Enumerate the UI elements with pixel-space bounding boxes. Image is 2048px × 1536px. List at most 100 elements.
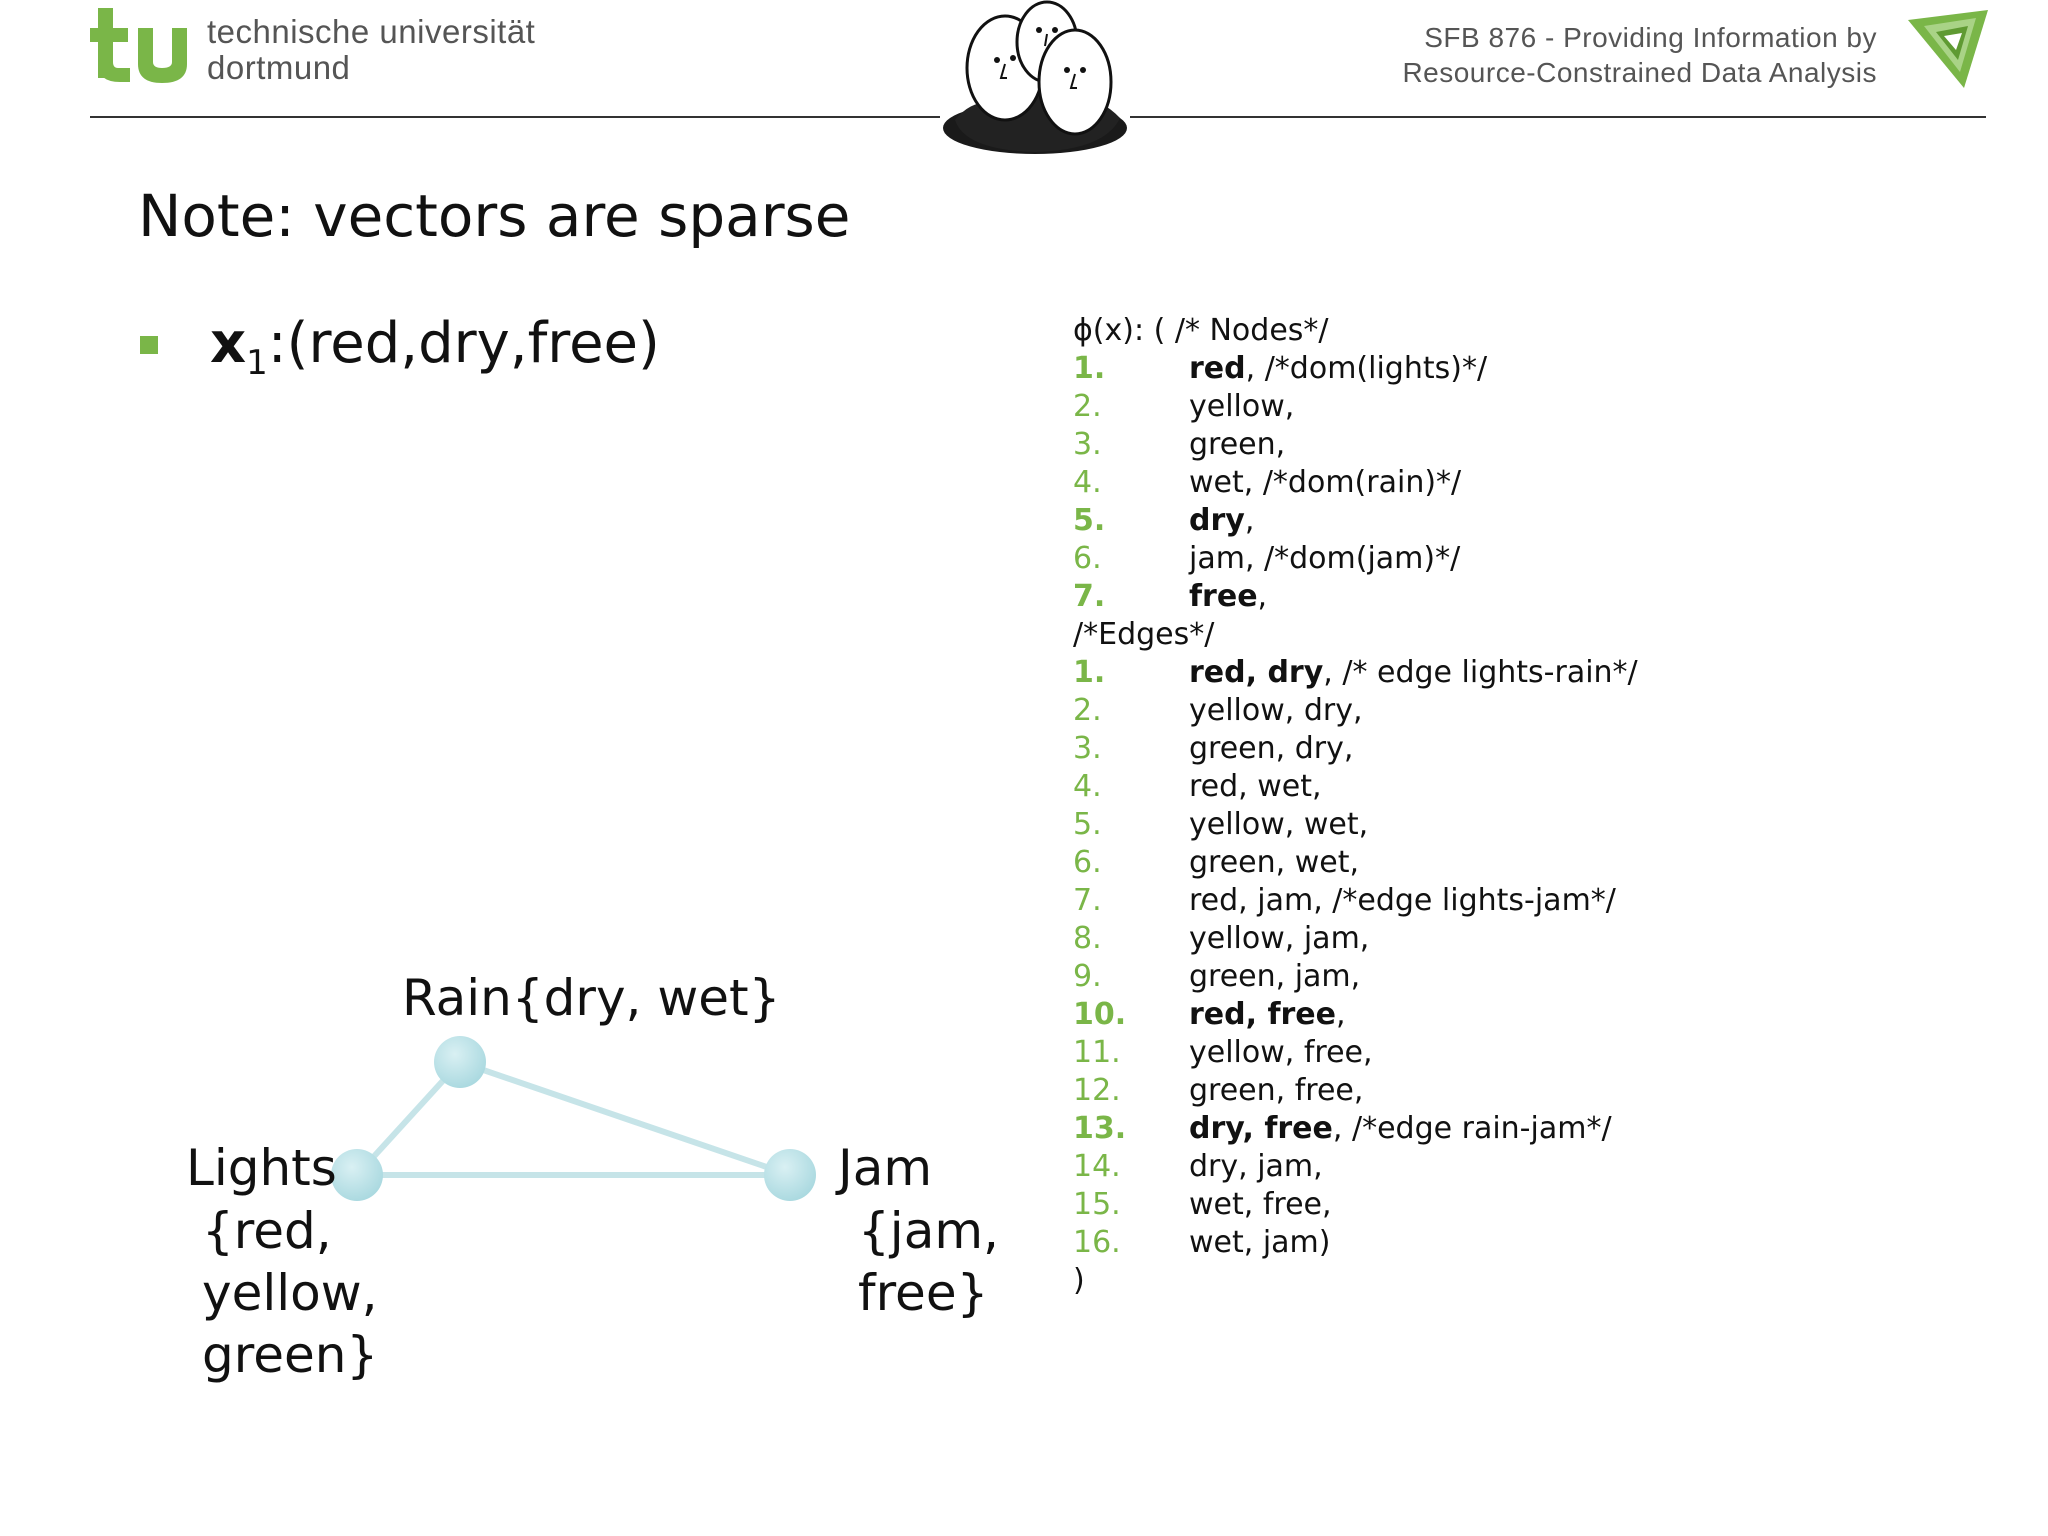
feature-comment: , [1244,503,1255,538]
feature-index: 3. [1073,731,1102,766]
feature-index: 5. [1073,807,1102,842]
feature-comment: , [1257,579,1268,614]
feature-values: red, dry [1189,655,1324,690]
feature-comment: , /*dom(lights)*/ [1245,351,1488,386]
feature-text: dry, [1189,502,1254,540]
feature-index: 6. [1073,541,1102,576]
feature-text: red, /*dom(lights)*/ [1189,350,1487,388]
feature-text: dry, free, /*edge rain-jam*/ [1189,1110,1612,1148]
feature-values: red [1189,351,1246,386]
feature-values: wet, jam) [1189,1225,1331,1260]
feature-values: green, wet, [1189,845,1360,880]
edge-rain-jam [459,1059,791,1178]
feature-index: 8. [1073,921,1102,956]
feature-text: green, [1189,426,1285,464]
feature-values: yellow, wet, [1189,807,1369,842]
feature-text: yellow, wet, [1189,806,1368,844]
feature-text: wet, jam) [1189,1224,1330,1262]
feature-text: green, jam, [1189,958,1360,996]
feature-values: dry, jam, [1189,1149,1323,1184]
header-divider-left [90,116,940,118]
feature-values: dry, free [1189,1111,1333,1146]
feature-index: 15. [1073,1187,1121,1222]
feature-values: red, wet, [1189,769,1322,804]
feature-index: 5. [1073,503,1106,538]
rain-label: Rain{dry, wet} [402,969,781,1027]
feature-text: yellow, [1189,388,1294,426]
lights-label: Lights [186,1139,337,1197]
feature-text: red, wet, [1189,768,1322,806]
feature-index: 3. [1073,427,1102,462]
feature-text: green, free, [1189,1072,1363,1110]
feature-text: yellow, free, [1189,1034,1373,1072]
feature-text: green, wet, [1189,844,1359,882]
feature-index: 7. [1073,883,1102,918]
feature-index: 11. [1073,1035,1121,1070]
feature-index: 1. [1073,655,1106,690]
closing-paren: ) [1073,1263,1085,1298]
feature-index: 2. [1073,693,1102,728]
bullet-variable: x [210,311,247,376]
lights-domain-line: yellow, [202,1264,378,1322]
feature-text: wet, /*dom(rain)*/ [1189,464,1461,502]
feature-values: dry [1189,503,1245,538]
feature-values: green, dry, [1189,731,1354,766]
bullet-value: :(red,dry,free) [267,311,660,376]
feature-index: 4. [1073,465,1102,500]
feature-index: 16. [1073,1225,1121,1260]
feature-text: yellow, dry, [1189,692,1363,730]
feature-text: red, free, [1189,996,1346,1034]
node-rain [434,1036,486,1088]
lights-domain-line: {red, [202,1202,332,1260]
feature-values: yellow, free, [1189,1035,1373,1070]
feature-comment: , /* edge lights-rain*/ [1323,655,1638,690]
feature-comment: , /*edge rain-jam*/ [1332,1111,1612,1146]
feature-index: 12. [1073,1073,1121,1108]
feature-text: yellow, jam, [1189,920,1369,958]
feature-values: red, jam, /*edge lights-jam*/ [1189,883,1616,918]
feature-values: red, free [1189,997,1336,1032]
tu-logo [90,8,187,83]
feature-index: 6. [1073,845,1102,880]
jam-domain-line: {jam, [858,1202,999,1260]
feature-index: 7. [1073,579,1106,614]
bullet-square-icon [140,336,158,354]
feature-values: free [1189,579,1258,614]
feature-text: wet, free, [1189,1186,1332,1224]
lights-domain: {red, yellow, green} [202,1200,378,1386]
feature-header: ϕ(x): ( /* Nodes*/ [1073,313,1329,348]
bullet-text: x1:(red,dry,free) [210,310,660,397]
feature-index: 2. [1073,389,1102,424]
feature-values: wet, free, [1189,1187,1332,1222]
feature-text: red, dry, /* edge lights-rain*/ [1189,654,1638,692]
graph-diagram [331,1036,816,1201]
eggs-mascot-logo [943,0,1127,154]
feature-values: yellow, dry, [1189,693,1363,728]
sfb-title-line1: SFB 876 - Providing Information by [1424,22,1877,53]
edges-header: /*Edges*/ [1073,617,1215,652]
university-name-line1: technische universität [207,13,536,50]
node-lights [331,1149,383,1201]
jam-domain-line: free} [858,1264,989,1322]
sfb-title: SFB 876 - Providing Information by Resou… [1402,20,1877,90]
bullet-subscript: 1 [246,343,268,383]
feature-text: jam, /*dom(jam)*/ [1189,540,1460,578]
jam-domain: {jam, free} [858,1200,999,1324]
feature-text: dry, jam, [1189,1148,1323,1186]
feature-index: 13. [1073,1111,1127,1146]
feature-text: red, jam, /*edge lights-jam*/ [1189,882,1616,920]
feature-values: yellow, jam, [1189,921,1370,956]
feature-values: yellow, [1189,389,1295,424]
feature-index: 10. [1073,997,1127,1032]
jam-label: Jam [838,1139,933,1197]
feature-values: green, jam, [1189,959,1361,994]
feature-index: 1. [1073,351,1106,386]
slide-title: Note: vectors are sparse [138,182,851,250]
feature-text: green, dry, [1189,730,1353,768]
node-jam [764,1149,816,1201]
university-name-line2: dortmund [207,49,351,86]
sfb-triangle-logo [1908,10,1988,88]
lights-domain-line: green} [202,1326,379,1384]
header-divider-right [1130,116,1986,118]
feature-values: green, free, [1189,1073,1364,1108]
